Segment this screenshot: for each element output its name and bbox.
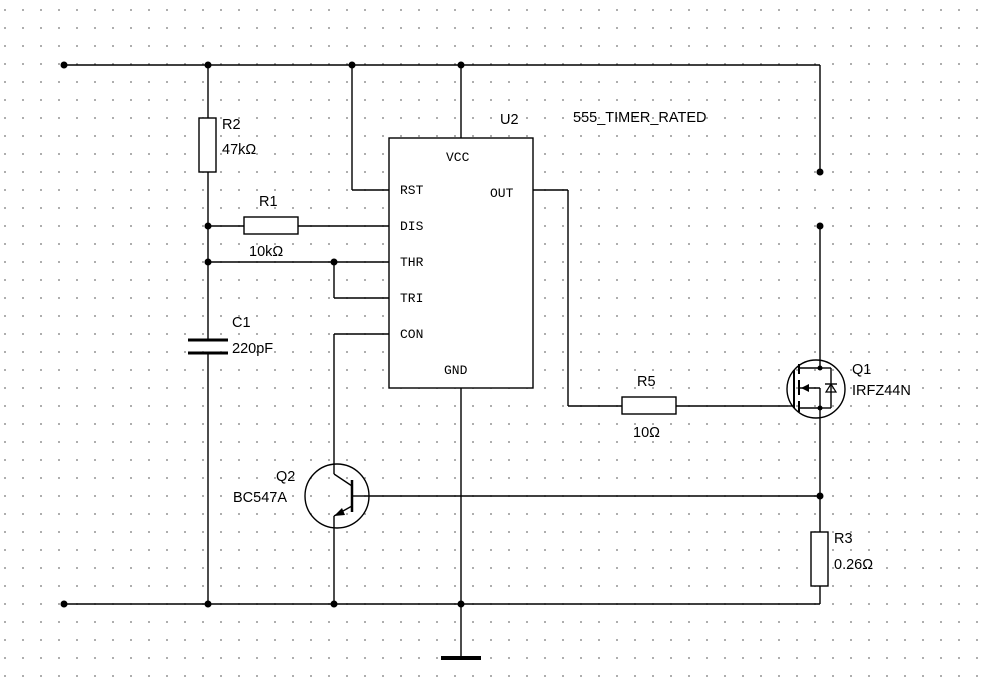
pin-con-label: CON — [400, 327, 423, 342]
q1-value: IRFZ44N — [852, 383, 911, 399]
junction — [348, 61, 356, 69]
r5-ref: R5 — [637, 374, 656, 390]
q2-ref: Q2 — [276, 469, 295, 485]
r3-ref: R3 — [834, 531, 853, 547]
wires — [64, 64, 821, 660]
junction — [817, 365, 823, 371]
r1-value: 10kΩ — [249, 244, 283, 260]
r2-value: 47kΩ — [222, 142, 256, 158]
ic-u2-body[interactable] — [388, 137, 534, 389]
q1-body-diode — [824, 382, 838, 393]
junction — [457, 61, 465, 69]
resistor-r1-body[interactable] — [243, 216, 299, 235]
resistor-r5-body[interactable] — [621, 396, 677, 415]
junction — [817, 405, 823, 411]
q1-arrow — [801, 384, 809, 392]
terminal-top-left[interactable] — [60, 61, 68, 69]
q2-emitter-arrow — [334, 508, 345, 516]
junction — [204, 222, 212, 230]
terminal-bottom-left[interactable] — [60, 600, 68, 608]
capacitor-c1[interactable]: C1 220pF — [188, 315, 273, 357]
bjt-q2[interactable]: Q2 BC547A — [233, 463, 370, 529]
pin-dis-label: DIS — [400, 219, 424, 234]
q1-body[interactable] — [786, 359, 846, 419]
junction — [204, 600, 212, 608]
junctions — [60, 61, 824, 608]
junction — [816, 492, 824, 500]
c1-value: 220pF — [232, 341, 273, 357]
ic-u2-555[interactable]: U2 555_TIMER_RATED VCC RST OUT DIS THR T… — [388, 110, 707, 389]
terminal-load-top[interactable] — [816, 168, 824, 176]
q2-body[interactable] — [304, 463, 370, 529]
junction — [204, 258, 212, 266]
u2-ref: U2 — [500, 112, 519, 128]
q2-value: BC547A — [233, 490, 287, 506]
u2-model: 555_TIMER_RATED — [573, 110, 707, 126]
r2-ref: R2 — [222, 117, 241, 133]
pin-rst-label: RST — [400, 183, 424, 198]
resistor-r2-body[interactable] — [198, 117, 217, 173]
q2-collector-lead — [333, 473, 353, 487]
c1-ref: C1 — [232, 315, 251, 331]
pin-out-label: OUT — [490, 186, 514, 201]
junction — [204, 61, 212, 69]
junction — [330, 258, 338, 266]
resistor-r5[interactable]: R5 10Ω — [621, 374, 677, 441]
terminal-load-bottom[interactable] — [816, 222, 824, 230]
pin-thr-label: THR — [400, 255, 424, 270]
pin-vcc-label: VCC — [446, 150, 470, 165]
resistor-r2[interactable]: R2 47kΩ — [198, 117, 256, 173]
r1-ref: R1 — [259, 194, 278, 210]
r3-value: 0.26Ω — [834, 557, 873, 573]
r5-value: 10Ω — [633, 425, 660, 441]
resistor-r3[interactable]: R3 0.26Ω — [810, 531, 873, 587]
junction — [330, 600, 338, 608]
resistor-r1[interactable]: R1 10kΩ — [243, 194, 299, 260]
q1-ref: Q1 — [852, 362, 871, 378]
pin-tri-label: TRI — [400, 291, 423, 306]
junction — [457, 600, 465, 608]
pin-gnd-label: GND — [444, 363, 468, 378]
mosfet-q1[interactable]: Q1 IRFZ44N — [786, 359, 911, 419]
resistor-r3-body[interactable] — [810, 531, 829, 587]
